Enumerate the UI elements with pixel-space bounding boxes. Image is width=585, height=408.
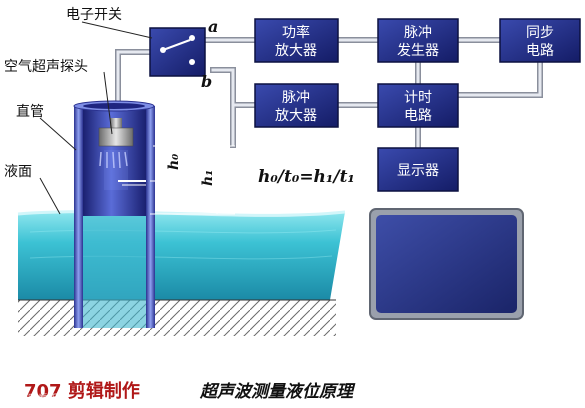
height-dimensions [150, 130, 235, 215]
block-timer-circuit-line1: 计时 [404, 90, 432, 106]
liquid-tank [17, 210, 346, 336]
block-timer-circuit: 计时 电路 [377, 83, 459, 128]
label-electronic-switch: 电子开关 [66, 7, 122, 23]
label-straight-pipe: 直管 [16, 103, 44, 120]
block-sync-circuit-line1: 同步 [526, 25, 554, 41]
block-pulse-amplifier-line2: 放大器 [275, 108, 317, 124]
h1-label: h₁ [200, 170, 216, 186]
block-pulse-generator: 脉冲 发生器 [377, 18, 459, 63]
block-power-amplifier-line1: 功率 [282, 24, 310, 41]
block-sync-circuit-line2: 电路 [526, 43, 554, 59]
block-power-amplifier: 功率 放大器 [254, 18, 339, 63]
h0-label: h₀ [166, 154, 182, 170]
block-sync-circuit: 同步 电路 [499, 18, 581, 63]
block-display-label: 显示器 [397, 163, 439, 179]
block-pulse-amplifier-line1: 脉冲 [282, 90, 310, 106]
ultrasonic-probe [98, 118, 134, 190]
footer-watermark: 大眼看版 [18, 392, 58, 404]
level-marker [118, 180, 146, 186]
formula: h₀/t₀=h₁/t₁ [258, 167, 355, 187]
display-screen [369, 208, 524, 320]
point-b-label: b [201, 72, 212, 91]
label-liquid-surface: 液面 [4, 164, 32, 180]
block-power-amplifier-line2: 放大器 [275, 43, 317, 59]
block-timer-circuit-line2: 电路 [404, 108, 432, 124]
footer-brand: 707 剪辑制作 [24, 380, 140, 402]
label-air-ultrasonic-probe: 空气超声探头 [4, 59, 88, 75]
signal-wires [115, 37, 543, 151]
callout-lines [39, 21, 153, 215]
block-pulse-generator-line2: 发生器 [397, 43, 439, 59]
block-pulse-amplifier: 脉冲 放大器 [254, 83, 339, 128]
electronic-switch [149, 27, 206, 77]
block-display: 显示器 [377, 147, 459, 192]
footer-title: 超声波测量液位原理 [199, 382, 356, 402]
block-pulse-generator-line1: 脉冲 [404, 25, 432, 41]
point-a-label: a [208, 17, 218, 36]
